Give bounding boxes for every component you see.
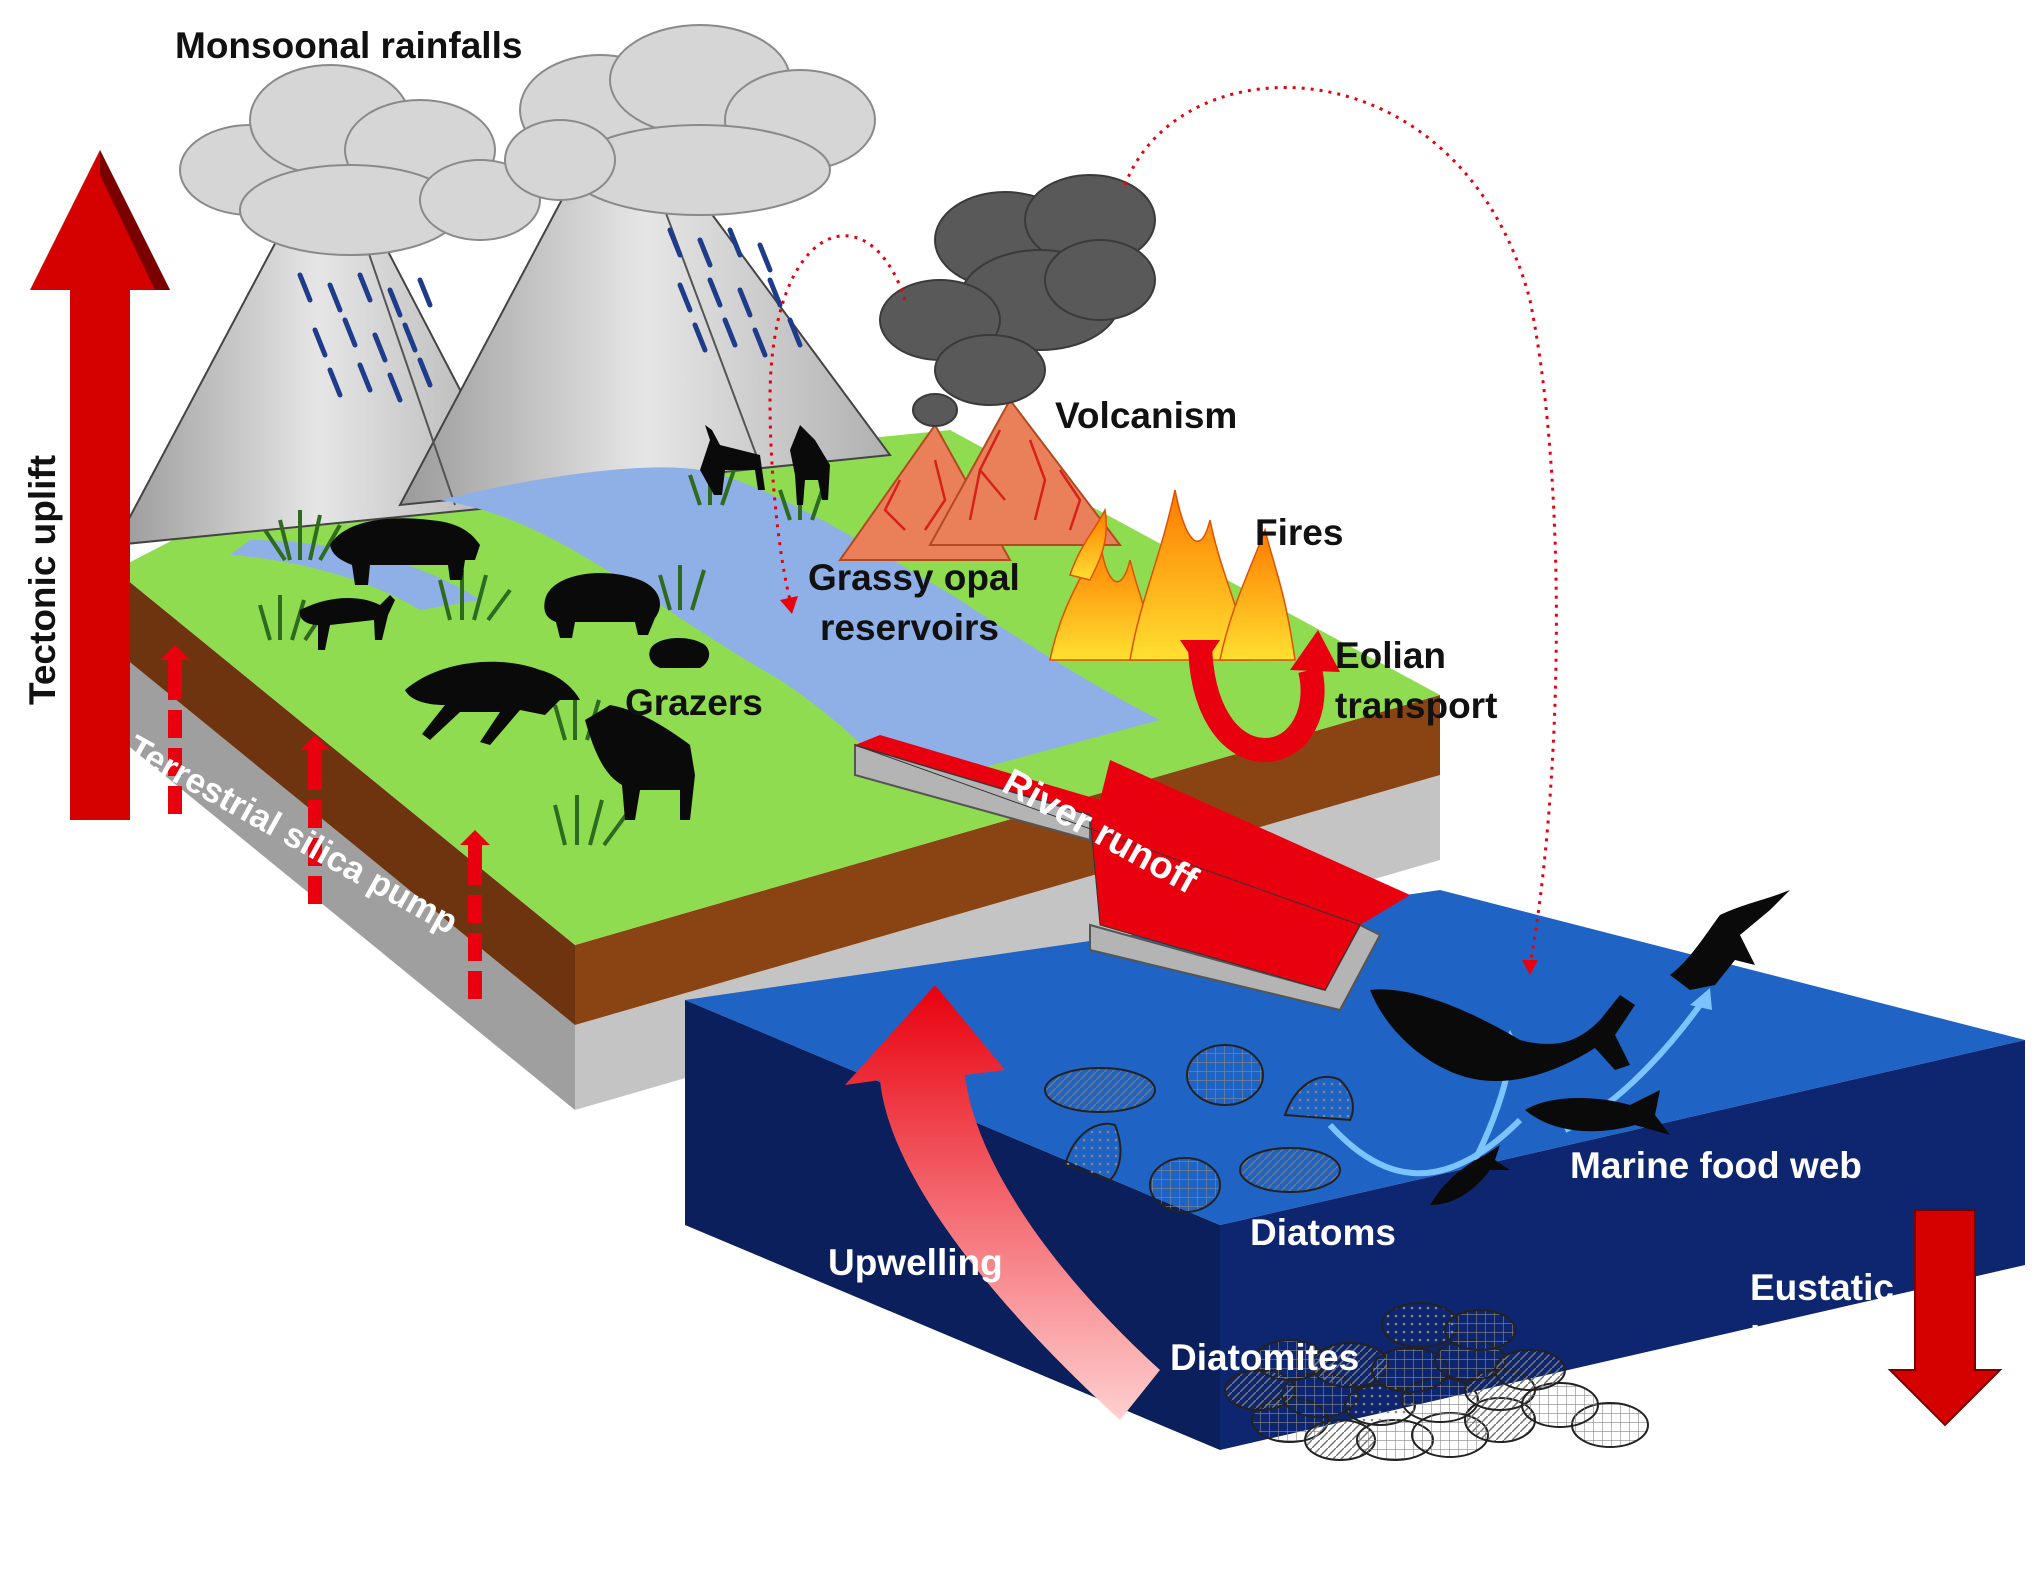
eustatic-label-line1: Eustatic (1750, 1267, 1894, 1308)
volcano-icon (838, 398, 1123, 561)
cloud-icon (504, 24, 876, 216)
tectonic-uplift-arrow (30, 150, 170, 820)
eolian-label-line2: transport (1335, 685, 1497, 726)
hippo-icon (544, 572, 660, 638)
diatomites-label: Diatomites (1170, 1337, 1359, 1378)
horse-icon (405, 661, 580, 745)
upwelling-label: Upwelling (828, 1242, 1003, 1283)
soil-side-front (575, 695, 1440, 1025)
marine-animals (1370, 890, 1790, 1205)
bird-icon (1670, 890, 1790, 990)
grazers-label: Grazers (625, 682, 763, 723)
silica-pump-arrows (160, 645, 490, 999)
arc-arrowhead (780, 596, 798, 614)
flame-icon (1049, 489, 1296, 661)
diatoms-label: Diatoms (1250, 1212, 1396, 1253)
whale-icon (1370, 989, 1635, 1081)
fish-icon (1430, 1145, 1510, 1205)
arc-arrowhead (1522, 960, 1538, 975)
eolian-label-line1: Eolian (1335, 635, 1446, 676)
diatom-icon (1283, 1075, 1354, 1122)
diatom-icon (1149, 1157, 1221, 1213)
diatom-icon (1239, 1147, 1341, 1193)
grassy-opal-label-line2: reservoirs (820, 607, 999, 648)
upwelling-arrow (845, 985, 1160, 1420)
eustatic-arrow (1887, 1209, 2003, 1427)
monsoonal-rainfalls-label: Monsoonal rainfalls (175, 25, 522, 66)
horse-icon (585, 705, 695, 820)
soil-side-left (115, 570, 575, 1025)
antelope-icon (700, 425, 765, 495)
animals (299, 425, 830, 820)
diatoms (1044, 1044, 1354, 1213)
volcanism-label: Volcanism (1055, 395, 1237, 436)
marine-food-web-label: Marine food web (1570, 1145, 1862, 1186)
river-runoff-arrow (854, 735, 1410, 1012)
diatomites-pile (1224, 1302, 1649, 1461)
rhino-icon (330, 518, 480, 585)
diatom-icon (1044, 1067, 1156, 1113)
diatom-icon (1186, 1044, 1264, 1106)
hippo-icon (649, 637, 710, 668)
tectonic-uplift-label: Tectonic uplift (22, 455, 63, 705)
fires-label: Fires (1255, 512, 1343, 553)
fish-icon (1525, 1090, 1670, 1135)
cloud-icon (179, 64, 541, 256)
antelope-icon (299, 595, 395, 650)
smoke-icon (879, 174, 1156, 427)
eustatic-label-line2: lowering (1750, 1319, 1902, 1360)
rain-icon (297, 227, 803, 403)
dotted-feedback-arcs (768, 86, 1558, 966)
river (440, 467, 1160, 790)
eolian-arrow (1180, 630, 1340, 763)
diatom-icon (1063, 1122, 1122, 1182)
rock-side-left (115, 650, 575, 1110)
antelope-icon (790, 425, 830, 505)
grassy-opal-label-line1: Grassy opal (808, 557, 1020, 598)
